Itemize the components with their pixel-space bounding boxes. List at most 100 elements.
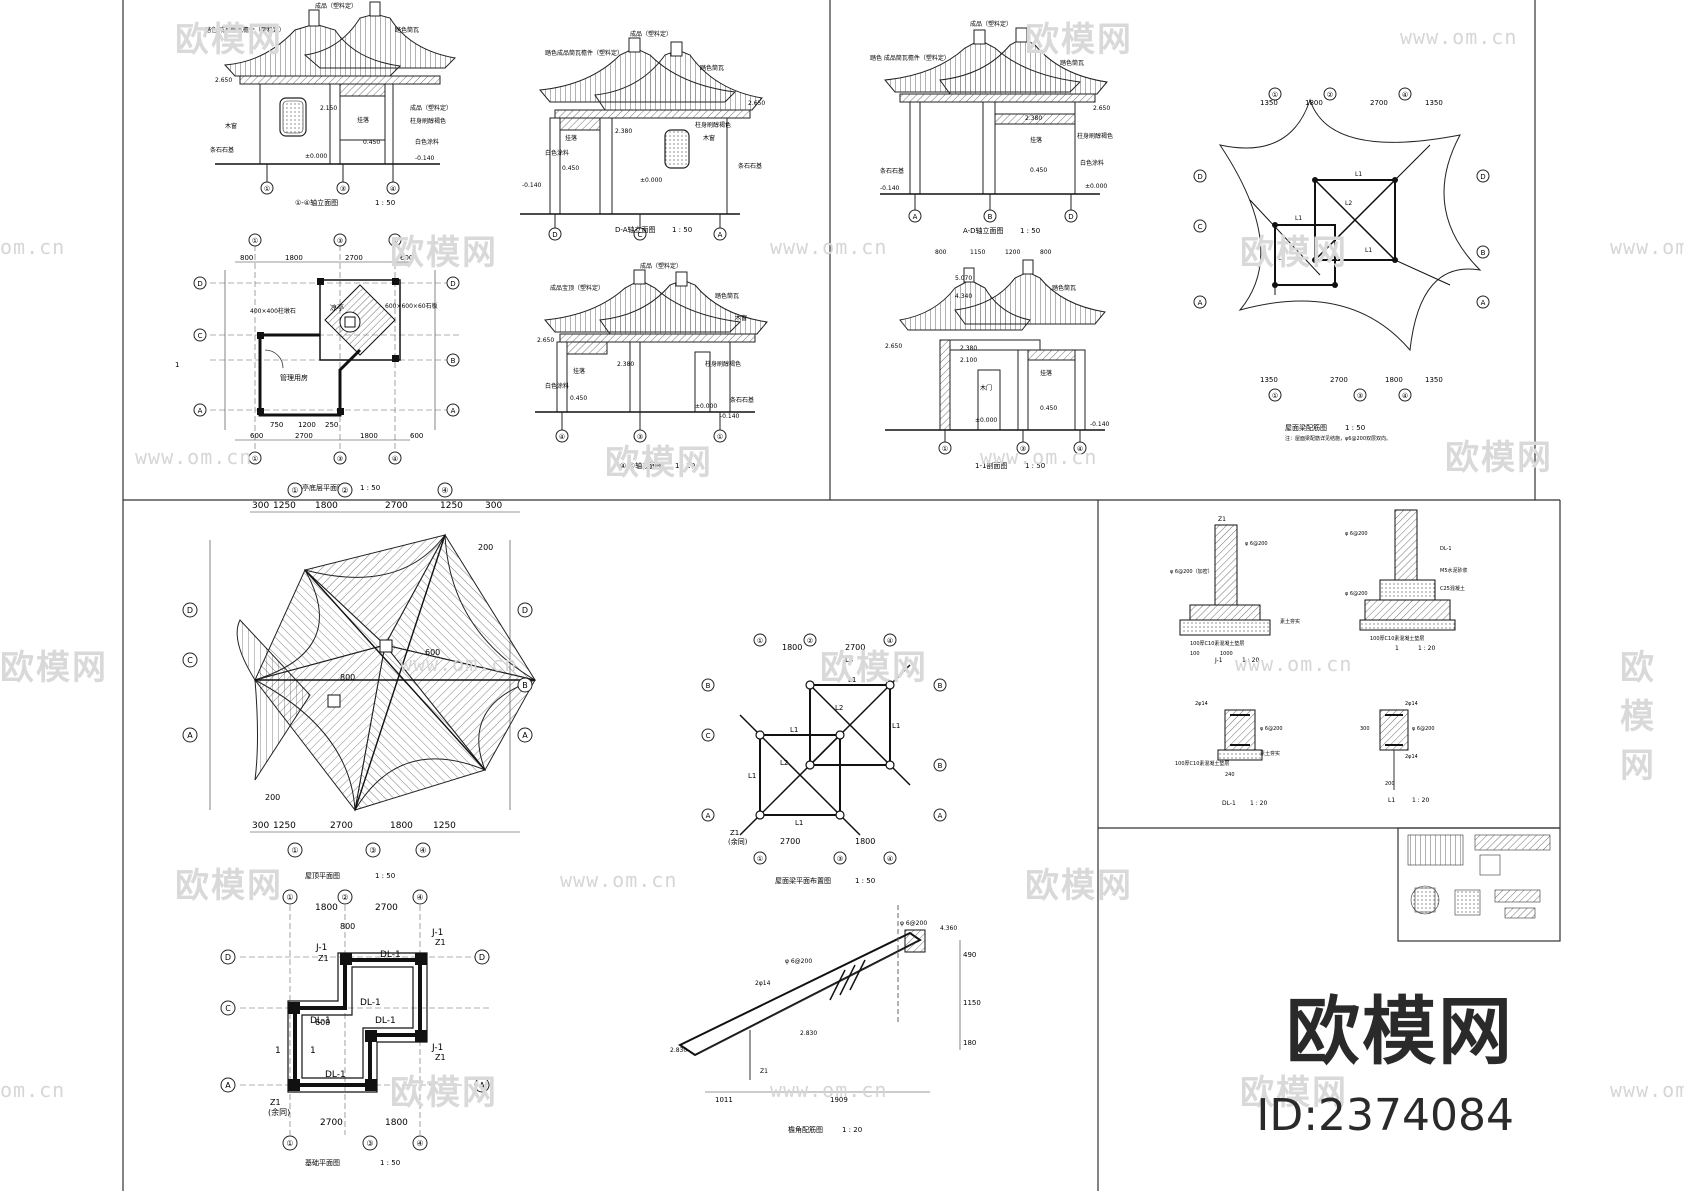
rf-grid-b: B <box>706 682 711 690</box>
rb-dim-1350: 1350 <box>1260 99 1278 107</box>
rf-dim-2700b: 2700 <box>780 837 800 846</box>
rp-grid-1: ① <box>291 486 298 495</box>
section-title: 1-1剖面图 <box>975 461 1007 470</box>
ground-plan-title: 凉亭底层平面图 <box>295 483 344 492</box>
callout-wood-e3: 木窗 <box>735 314 747 322</box>
rb-grid-b2: B <box>1481 249 1486 257</box>
dl1-rebar: 2φ14 <box>1195 701 1208 707</box>
level-0450-s: 0.450 <box>1040 405 1057 412</box>
callout-finial-e2: 成品（塑料定） <box>630 30 672 38</box>
l1-d300: 300 <box>1360 726 1370 732</box>
rb-dim-2700: 2700 <box>1370 99 1388 107</box>
callout-window: 木窗 <box>225 122 237 130</box>
gp-dim-800: 800 <box>240 254 253 262</box>
grid-3-s: ③ <box>1020 445 1026 453</box>
level-0450-e2: 0.450 <box>562 165 579 172</box>
grid-a-e4: A <box>913 213 918 221</box>
fp-grid-a: A <box>225 1081 231 1090</box>
rf-l2: L2 <box>835 704 843 712</box>
fp-dim-1800b: 1800 <box>385 1118 408 1128</box>
callout-finial-e3: 成品（塑料定） <box>640 262 682 270</box>
callout-tile-s: 踏色筒瓦 <box>1052 284 1076 292</box>
level-2380-s: 2.380 <box>960 345 977 352</box>
level-4340: 4.340 <box>955 293 972 300</box>
eave-detail-title: 檐角配筋图 <box>788 1125 823 1134</box>
callout-tile-e2: 踏色筒瓦 <box>700 64 724 72</box>
eave-detail-scale: 1 : 20 <box>842 1126 862 1134</box>
rb-l1: L1 <box>1355 171 1362 178</box>
rf-grid-b2: B <box>938 682 943 690</box>
level-0450: 0.450 <box>363 139 380 146</box>
rb-grid-a2: A <box>1481 299 1486 307</box>
fp-grid-a2: A <box>479 1081 485 1090</box>
level-2150: 2.150 <box>320 105 337 112</box>
z1-rebar: φ 6@200（加密） <box>1170 568 1213 575</box>
gp-grid-4: ④ <box>392 237 398 245</box>
roof-beam-scale: 1 : 50 <box>1345 424 1365 432</box>
d11-mortar: M5水泥砂浆 <box>1440 567 1468 574</box>
rf-grid-1b: ① <box>757 855 763 863</box>
level-2380: 2.380 <box>615 128 632 135</box>
dim-1150-s: 1150 <box>970 249 985 256</box>
detail-1-1: φ 6@200 DL-1 M5水泥砂浆 C25混凝土 φ 6@200 100厚C… <box>1345 509 1468 652</box>
roof-plan-scale: 1 : 50 <box>375 872 395 880</box>
fp-z1c: Z1 <box>435 1053 446 1062</box>
rf-z1-note: (余同) <box>728 837 748 846</box>
rf-l1d: L1 <box>748 772 756 780</box>
rf-l1b: L1 <box>892 722 900 730</box>
level-0450-e3: 0.450 <box>570 395 587 402</box>
callout-stone-e2: 条石石基 <box>738 162 762 170</box>
fp-dl-5: DL-1 <box>325 1070 346 1080</box>
rp-dim-800: 800 <box>340 673 355 682</box>
fp-z1: Z1 <box>318 954 329 963</box>
rb-dim-1350b: 1350 <box>1425 99 1443 107</box>
level-000-e3: ±0.000 <box>695 403 717 410</box>
rb-dim-2700b: 2700 <box>1330 376 1348 384</box>
rf-l1c: L1 <box>790 726 798 734</box>
rb-grid-1: ① <box>1272 91 1278 99</box>
gp-section-mark: 1 <box>175 361 179 369</box>
level-5070: 5.070 <box>955 275 972 282</box>
l1-rebar-top: 2φ14 <box>1405 701 1418 707</box>
d11-title: 1 <box>1395 645 1399 652</box>
callout-stone: 条石石基 <box>210 146 234 154</box>
callout-hanging: 挂落 <box>357 116 369 124</box>
fp-grid-d2: D <box>479 953 485 962</box>
z1-base-pad: 100厚C10素混凝土垫层 <box>1190 640 1244 647</box>
rf-dim-2700: 2700 <box>845 643 865 652</box>
callout-ridge-e2: 踏色成品筒瓦檐件（塑料定） <box>545 49 623 57</box>
ground-floor-plan: 800 1800 2700 600 600 2700 1800 600 750 … <box>175 233 460 492</box>
rp-grid-d2: D <box>522 606 528 615</box>
grid-a: A <box>718 231 723 239</box>
rf-grid-1: ① <box>757 637 763 645</box>
l1-d200: 200 <box>1385 781 1395 787</box>
callout-finial-product-e3: 成品宝顶（塑料定） <box>550 284 604 292</box>
level-2650-e4: 2.650 <box>1093 105 1110 112</box>
section-scale: 1 : 50 <box>1025 462 1045 470</box>
rp-dim-1250d: 1250 <box>433 821 456 831</box>
detail-z1: φ 6@200（加密） φ 6@200 素土夯实 100厚C10素混凝土垫层 Z… <box>1170 516 1300 664</box>
grid-1: ① <box>264 185 270 193</box>
rf-grid-c: C <box>706 732 711 740</box>
d11-dl: DL-1 <box>1440 546 1452 552</box>
fp-sec-1: 1 <box>310 1046 316 1056</box>
rf-grid-a2: A <box>938 812 943 820</box>
l1-rebar: φ 6@200 <box>1412 726 1435 732</box>
room-pavilion: 凉亭 <box>330 303 344 312</box>
l1-rebar-bottom: 2φ14 <box>1405 754 1418 760</box>
z1-label: Z1 <box>1218 516 1226 523</box>
callout-column-paint: 柱身刷醇褐色 <box>410 117 446 125</box>
gp-dim-600b: 600 <box>250 432 263 440</box>
elevation-1-4: ① ③ ④ 成品（塑料定） 踏色 成品筒瓦檐件（塑料定） 踏色筒瓦 2.650 … <box>205 1 457 207</box>
roof-beam-title: 屋面梁配筋图 <box>1285 423 1327 432</box>
roof-frame-title: 屋面梁平面布置图 <box>775 876 831 885</box>
rb-dim-1800: 1800 <box>1305 99 1323 107</box>
gp-grid-3b: ③ <box>337 455 343 463</box>
ground-plan-scale: 1 : 50 <box>360 484 380 492</box>
ec-dim-1909: 1909 <box>830 1096 848 1104</box>
dl1-scale: 1 : 20 <box>1250 800 1267 807</box>
fp-grid-1b: ① <box>286 1139 293 1148</box>
ec-z1: Z1 <box>760 1068 768 1075</box>
grid-1-s: ① <box>942 445 948 453</box>
eave-corner-detail: φ 6@200 φ 6@200 2φ14 4.360 2.830 2.830 Z… <box>670 905 981 1134</box>
